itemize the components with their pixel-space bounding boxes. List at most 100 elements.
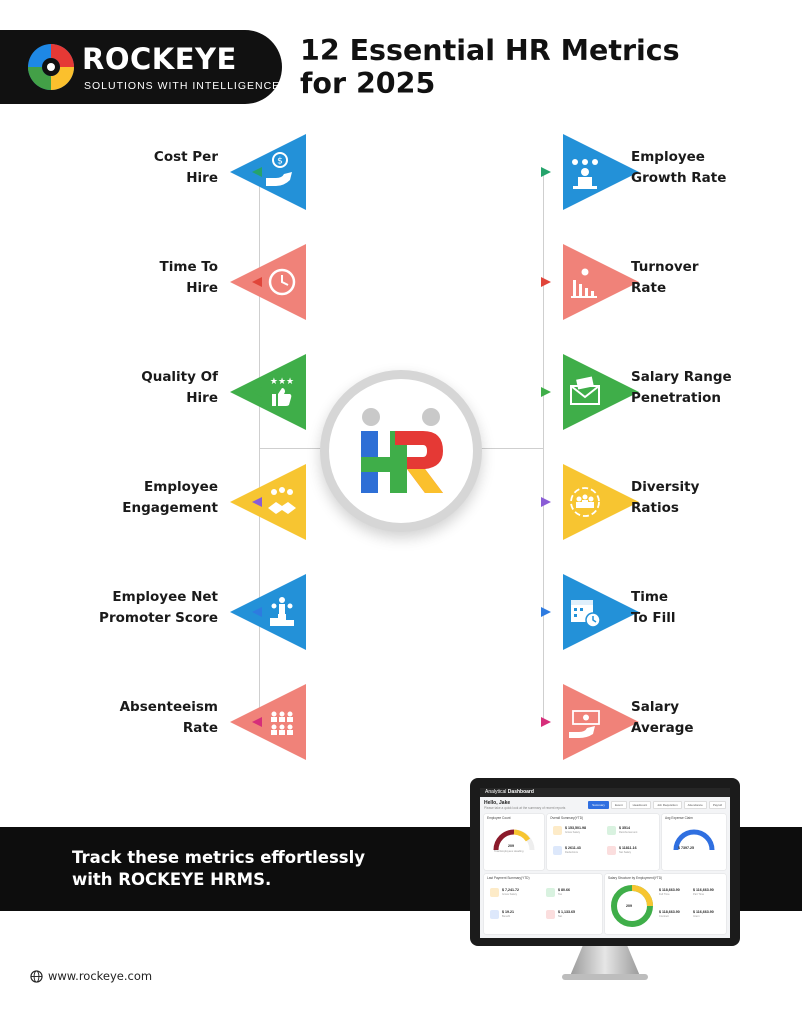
summary-label: Reimbursement [619, 831, 638, 834]
connector-arrow [252, 277, 262, 287]
metric-label-line: Time [631, 589, 669, 605]
metric-label: Diversity Ratios [631, 477, 781, 519]
expense-gauge-icon [673, 829, 715, 851]
cta-text: Track these metrics effortlessly with RO… [72, 847, 365, 891]
metric-label: Quality Of Hire [68, 367, 218, 409]
diverse-team-icon [563, 464, 639, 540]
money-hand-icon: $ [230, 134, 306, 210]
card-title: Employee Count [487, 816, 511, 820]
metric-label-line: Employee [144, 479, 218, 495]
left-trunk-line [259, 170, 260, 722]
brand-name: ROCKEYE [82, 42, 237, 76]
page-title-line-1: 12 Essential HR Metrics [300, 34, 680, 67]
metric-employee-engagement: Employee Engagement [68, 464, 306, 540]
dashboard-monitor: Analytical Dashboard Hello, Jake Please … [470, 778, 740, 982]
dashboard-title: Dashboard [507, 789, 534, 795]
metric-quality-of-hire: Quality Of Hire ★★★ [68, 354, 306, 430]
metric-label-line: Hire [186, 280, 218, 296]
overall-summary-card: Overall Summary(YTD) $ 153,501.98 Gross … [547, 814, 659, 870]
dashboard-subtitle: Please take a quick look at the summary … [484, 806, 566, 810]
monitor-stand [570, 946, 640, 976]
website-link[interactable]: www.rockeye.com [48, 969, 153, 983]
net-salary-icon [607, 846, 616, 855]
brand-logo-pill: ROCKEYE SOLUTIONS WITH INTELLIGENCE [0, 30, 282, 104]
dashboard-tab[interactable]: Job Requisition [653, 801, 682, 809]
page-title-line-2: for 2025 [300, 67, 436, 100]
metric-label-line: Ratios [631, 500, 679, 516]
metric-label: Employee Growth Rate [631, 147, 781, 189]
clock-icon [230, 244, 306, 320]
employee-count-card: Employee Count 209 Total Employees Headi… [484, 814, 544, 870]
connector-arrow [252, 387, 262, 397]
summary-label: Deductions [565, 851, 578, 854]
metric-label-line: Rate [631, 280, 667, 296]
summary-label: Gross Salary [565, 831, 580, 834]
team-growth-icon [563, 134, 639, 210]
dashboard-tab[interactable]: Event [610, 801, 627, 809]
dashboard-tab[interactable]: Summary [588, 801, 609, 809]
structure-label: Full Time [659, 893, 670, 896]
payment-label: Tax [558, 893, 563, 896]
salary-structure-card: Salary Structure by Employment(YTD) 209 … [605, 874, 726, 934]
dashboard-tabs: Summary Event Headcount Job Requisition … [588, 801, 726, 809]
metric-absenteeism-rate: Absenteeism Rate [68, 684, 306, 760]
metric-label: Turnover Rate [631, 257, 781, 299]
rockeye-logo-icon [28, 44, 74, 90]
metric-label: Time To Hire [68, 257, 218, 299]
metric-label-line: Turnover [631, 259, 699, 275]
salary-donut-icon [611, 885, 653, 927]
salary-envelope-icon [563, 354, 639, 430]
card-title: Avg Expense Claim [665, 816, 693, 820]
metric-label-line: Hire [186, 170, 218, 186]
dashboard-title-prefix: Analytical [485, 789, 507, 795]
hr-logo-icon [361, 408, 443, 493]
employee-count-value: 209 [508, 844, 514, 848]
metric-salary-average: Salary Average [541, 684, 802, 760]
metric-diversity-ratios: Diversity Ratios [541, 464, 802, 540]
metric-label-line: Cost Per [153, 149, 218, 165]
brand-tagline: SOLUTIONS WITH INTELLIGENCE [84, 80, 281, 92]
dashboard-tab[interactable]: Attendance [683, 801, 707, 809]
metric-label-line: Employee [631, 149, 705, 165]
metric-employee-growth-rate: Employee Growth Rate [541, 134, 802, 210]
dashboard-tab[interactable]: Payroll [708, 801, 726, 809]
employee-gauge-icon [493, 829, 535, 851]
metric-turnover-rate: Turnover Rate [541, 244, 802, 320]
handshake-icon [230, 464, 306, 540]
cta-line: with ROCKEYE HRMS. [72, 870, 272, 889]
deductions-icon [553, 846, 562, 855]
metric-employee-net-promoter-score: Employee Net Promoter Score [68, 574, 306, 650]
metric-label: Employee Engagement [68, 477, 218, 519]
metric-label-line: Growth Rate [631, 170, 727, 186]
gross-salary-icon [553, 826, 562, 835]
dashboard-tab[interactable]: Headcount [628, 801, 652, 809]
metric-cost-per-hire: Cost Per Hire $ [68, 134, 306, 210]
metric-label-line: Absenteeism [119, 699, 218, 715]
left-connector-line [259, 448, 323, 449]
reimbursement-icon [607, 826, 616, 835]
metric-label-line: Promoter Score [99, 610, 218, 626]
metric-label-line: To Fill [631, 610, 676, 626]
payment-label: Net [558, 915, 563, 918]
connector-arrow [252, 167, 262, 177]
payment-value: $ 7,241.72 [502, 888, 519, 892]
avg-expense-card: Avg Expense Claim $ 7397.25 [662, 814, 726, 870]
employee-count-label: Total Employees Heading [494, 850, 524, 853]
payment-icon [490, 888, 499, 897]
structure-value: $ 116,663.90 [693, 888, 714, 892]
cash-hand-icon [563, 684, 639, 760]
dashboard-screen: Analytical Dashboard Hello, Jake Please … [480, 788, 730, 938]
metric-time-to-fill: Time To Fill [541, 574, 802, 650]
payment-icon [546, 888, 555, 897]
chart-person-icon [563, 244, 639, 320]
structure-value: $ 116,663.90 [693, 910, 714, 914]
card-title: Salary Structure by Employment(YTD) [608, 876, 663, 880]
right-connector-line [480, 448, 544, 449]
people-grid-icon [230, 684, 306, 760]
summary-value: $ 2611.43 [565, 846, 581, 850]
metric-label: Salary Range Penetration [631, 367, 781, 409]
structure-value: $ 118,663.90 [659, 910, 680, 914]
summary-value: $ 3514 [619, 826, 630, 830]
last-payment-card: Last Payment Summary(YTD) $ 7,241.72 Gro… [484, 874, 602, 934]
payment-label: Benefit [502, 915, 511, 918]
